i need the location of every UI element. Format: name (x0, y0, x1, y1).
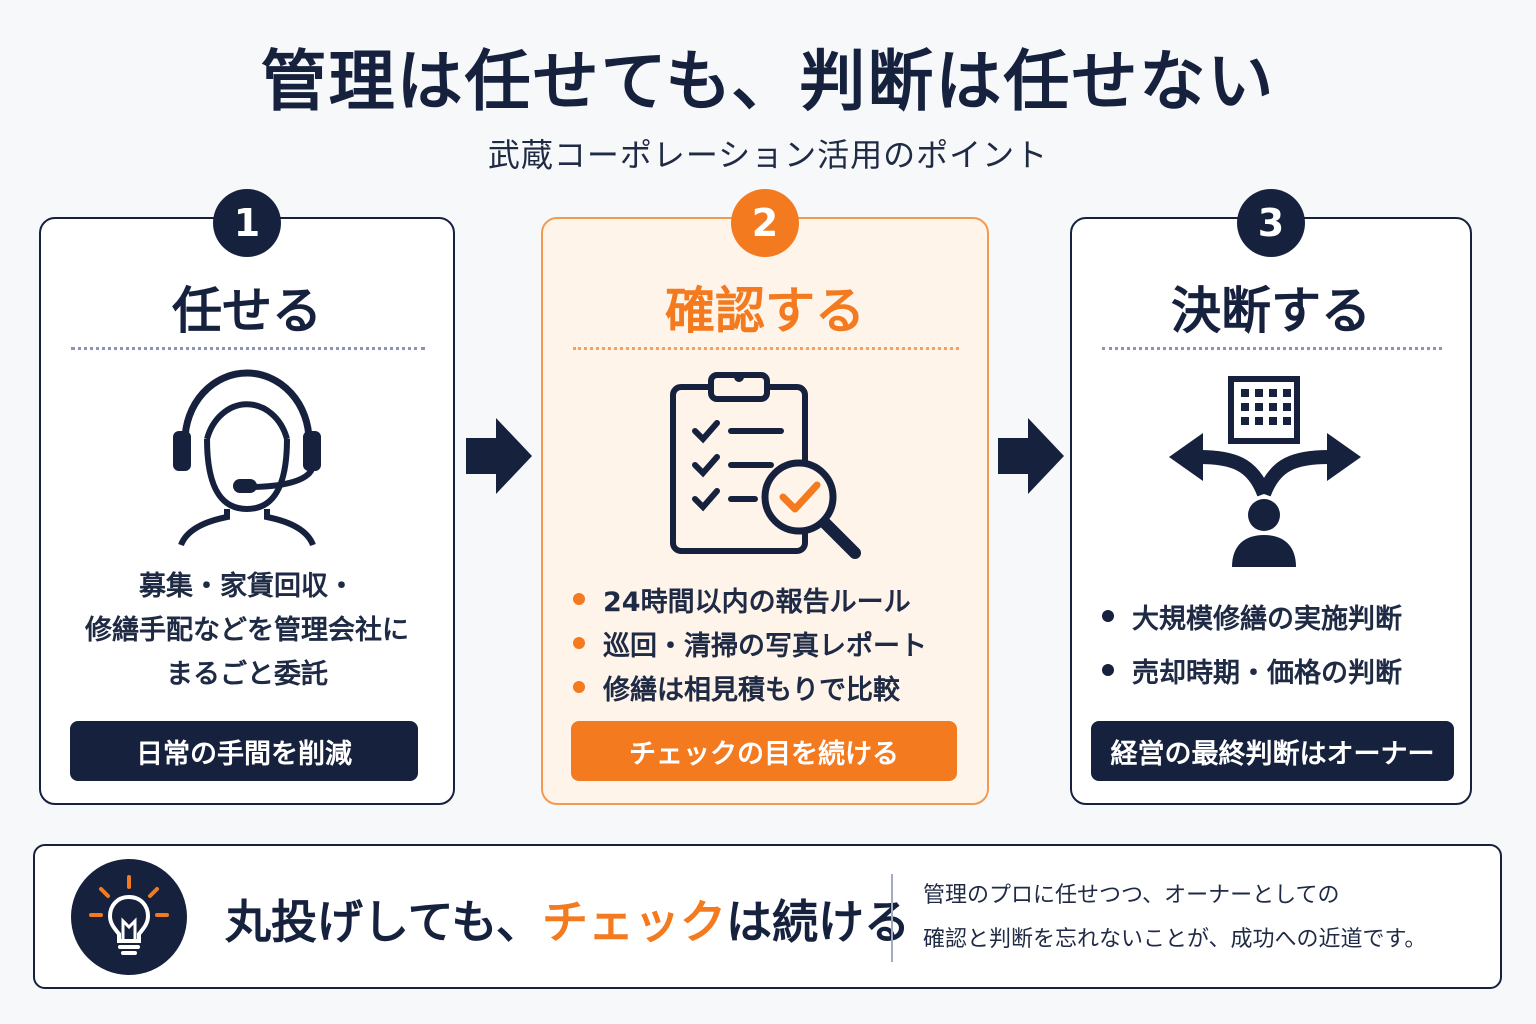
step-number-badge-3: 3 (1237, 189, 1305, 257)
step-summary-pill-3: 経営の最終判断はオーナー (1091, 721, 1454, 781)
footer-callout: 丸投げしても、チェックは続ける 管理のプロに任せつつ、オーナーとしての 確認と判… (33, 844, 1502, 989)
dotted-divider (71, 347, 425, 350)
step-title-1: 任せる (172, 282, 322, 340)
arrow-right-icon (466, 418, 532, 494)
step-title-3: 決断する (1171, 282, 1371, 340)
list-item: 大規模修繕の実施判断 (1102, 589, 1402, 643)
lightbulb-icon (89, 875, 169, 955)
headset-person-icon (173, 369, 321, 547)
dotted-divider (573, 347, 959, 350)
step-bullets-2: 24時間以内の報告ルール 巡回・清掃の写真レポート 修繕は相見積もりで比較 (573, 577, 927, 709)
step-number-badge-1: 1 (213, 189, 281, 257)
step-number-badge-2: 2 (731, 189, 799, 257)
vertical-divider (891, 874, 893, 962)
footer-headline: 丸投げしても、チェックは続ける (225, 895, 910, 949)
step-summary-pill-1: 日常の手間を削減 (70, 721, 418, 781)
arrow-right-icon (998, 418, 1064, 494)
step-card-3: 3 決断する 大規模修繕の実施判断 売却時期・価格の判断 経 (1070, 189, 1472, 805)
list-item: 24時間以内の報告ルール (573, 577, 927, 621)
list-item: 修繕は相見積もりで比較 (573, 665, 927, 709)
step-card-1: 1 任せる 募集・家賃回収・ 修繕手配などを管理会社に まるごと委託 日常の手間… (39, 189, 455, 805)
step-card-2: 2 確認する 24時間以内の報告ルール 巡回・清掃の写真レポート 修繕は相見積も… (541, 189, 989, 805)
list-item: 売却時期・価格の判断 (1102, 643, 1402, 697)
step-description-1: 募集・家賃回収・ 修繕手配などを管理会社に まるごと委託 (85, 571, 409, 690)
footer-description: 管理のプロに任せつつ、オーナーとしての 確認と判断を忘れないことが、成功への近道… (923, 883, 1427, 952)
building-crossroads-person-icon (1169, 376, 1361, 567)
step-title-2: 確認する (665, 282, 865, 340)
page-title: 管理は任せても、判断は任せない (260, 43, 1276, 120)
page-subtitle: 武蔵コーポレーション活用のポイント (487, 136, 1049, 174)
step-bullets-3: 大規模修繕の実施判断 売却時期・価格の判断 (1102, 589, 1402, 697)
list-item: 巡回・清掃の写真レポート (573, 621, 927, 665)
clipboard-check-magnifier-icon (670, 372, 861, 559)
dotted-divider (1102, 347, 1442, 350)
step-summary-pill-2: チェックの目を続ける (571, 721, 957, 781)
